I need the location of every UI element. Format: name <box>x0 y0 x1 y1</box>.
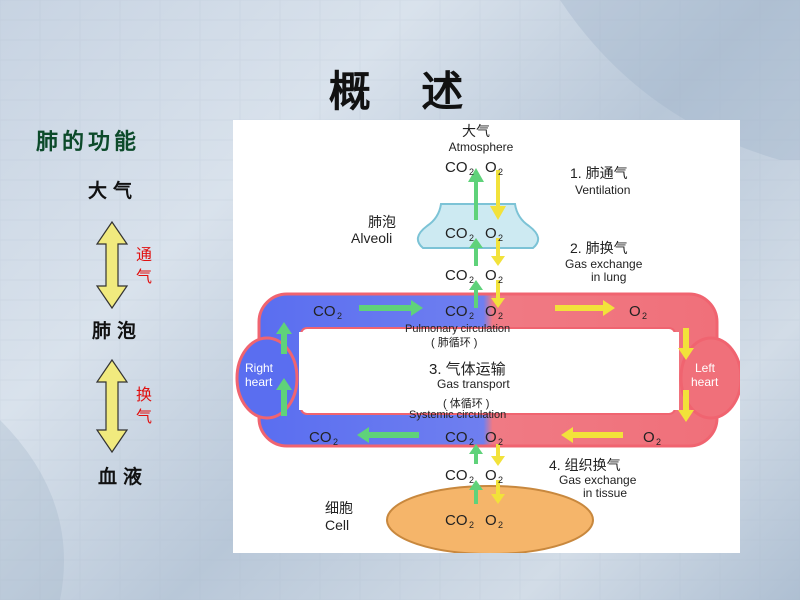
o2-sub: 2 <box>498 437 503 447</box>
step4-en1: Gas exchange <box>559 473 637 487</box>
alveoli-shape <box>416 203 540 249</box>
node-alveoli: 肺泡 <box>92 320 143 342</box>
o2-label: O <box>485 429 497 446</box>
co2-label: CO <box>445 225 468 242</box>
o2-label: O <box>643 429 655 446</box>
step2-en1: Gas exchange <box>565 257 643 271</box>
pulmonary-zh: ( 肺循环 ) <box>431 336 477 349</box>
co2-label: CO <box>445 467 468 484</box>
co2-sub: 2 <box>469 233 474 243</box>
systemic-zh: ( 体循环 ) <box>443 396 489 410</box>
label-gas-exchange: 换气 <box>135 385 152 426</box>
alveoli-zh: 肺泡 <box>368 214 396 230</box>
alveoli-en: Alveoli <box>351 230 392 246</box>
co2-label: CO <box>445 429 468 446</box>
gas-row-pulmonary: CO 2 CO 2 O 2 O 2 <box>313 303 647 321</box>
lung-exchange-arrows <box>469 238 505 308</box>
o2-sub: 2 <box>498 311 503 321</box>
right-heart-label-1: Right <box>245 361 274 375</box>
lung-function-summary: 肺的功能 大气 通气 肺泡 换气 血液 <box>0 0 230 600</box>
o2-sub: 2 <box>498 167 503 177</box>
step4-zh: 4. 组织换气 <box>549 457 621 473</box>
gas-row-alveoli: CO 2 O 2 <box>445 225 503 243</box>
pulmonary-en: Pulmonary circulation <box>405 323 510 335</box>
gas-row-systemic: CO 2 CO 2 O 2 O 2 <box>309 429 661 447</box>
double-arrow-upper <box>95 220 129 310</box>
label-ventilation: 通气 <box>135 245 152 286</box>
double-arrow-lower <box>95 358 129 454</box>
step1-en: Ventilation <box>575 183 630 197</box>
respiration-diagram: 大气 Atmosphere CO 2 O 2 CO 2 O 2 CO 2 O 2… <box>233 120 743 555</box>
o2-label: O <box>485 225 497 242</box>
o2-label: O <box>485 512 497 529</box>
co2-label: CO <box>313 303 336 320</box>
o2-sub: 2 <box>498 520 503 530</box>
systemic-flow-arrows <box>357 427 623 443</box>
gas-row-lung-exit: CO 2 O 2 <box>445 267 503 285</box>
left-heart-label-1: Left <box>695 361 716 375</box>
atmosphere-zh: 大气 <box>462 123 490 139</box>
tissue-exchange-arrows <box>469 444 505 504</box>
right-heart-label-2: heart <box>245 375 273 389</box>
o2-sub: 2 <box>642 311 647 321</box>
co2-sub: 2 <box>469 167 474 177</box>
slide-title: 概 述 <box>328 67 482 116</box>
cell-zh: 细胞 <box>325 500 353 516</box>
co2-sub: 2 <box>469 275 474 285</box>
o2-label: O <box>485 303 497 320</box>
o2-label: O <box>485 467 497 484</box>
co2-label: CO <box>445 159 468 176</box>
summary-heading: 肺的功能 <box>36 129 141 155</box>
gas-row-tissue-mid: CO 2 O 2 <box>445 467 503 485</box>
co2-sub: 2 <box>469 475 474 485</box>
step3-en: Gas transport <box>437 377 510 391</box>
atmosphere-en: Atmosphere <box>449 140 514 154</box>
co2-sub: 2 <box>469 437 474 447</box>
co2-label: CO <box>445 512 468 529</box>
heart-flow-arrows <box>276 322 694 422</box>
co2-label: CO <box>445 303 468 320</box>
o2-sub: 2 <box>498 233 503 243</box>
pulmonary-flow-arrows <box>359 300 615 316</box>
co2-sub: 2 <box>469 311 474 321</box>
node-atmosphere: 大气 <box>88 180 139 202</box>
o2-sub: 2 <box>656 437 661 447</box>
ventilation-arrows <box>468 168 506 220</box>
co2-sub: 2 <box>337 311 342 321</box>
gas-row-atmosphere: CO 2 O 2 <box>445 159 503 177</box>
step3-zh: 3. 气体运输 <box>429 361 506 378</box>
loop-gap-left <box>299 332 309 410</box>
step2-en2: in lung <box>591 270 626 284</box>
diagram-canvas: 大气 Atmosphere CO 2 O 2 CO 2 O 2 CO 2 O 2… <box>235 123 743 555</box>
co2-label: CO <box>445 267 468 284</box>
left-heart-label-2: heart <box>691 375 719 389</box>
co2-sub: 2 <box>469 520 474 530</box>
loop-gap-right <box>669 332 679 410</box>
co2-label: CO <box>309 429 332 446</box>
systemic-en: Systemic circulation <box>409 409 506 421</box>
o2-label: O <box>485 159 497 176</box>
gas-row-cell: CO 2 O 2 <box>445 512 503 530</box>
o2-sub: 2 <box>498 475 503 485</box>
o2-sub: 2 <box>498 275 503 285</box>
step2-zh: 2. 肺换气 <box>570 240 628 256</box>
o2-label: O <box>485 267 497 284</box>
co2-sub: 2 <box>333 437 338 447</box>
node-blood: 血液 <box>98 466 149 488</box>
cell-en: Cell <box>325 517 349 533</box>
step4-en2: in tissue <box>583 486 627 500</box>
o2-label: O <box>629 303 641 320</box>
step1-zh: 1. 肺通气 <box>570 165 628 181</box>
